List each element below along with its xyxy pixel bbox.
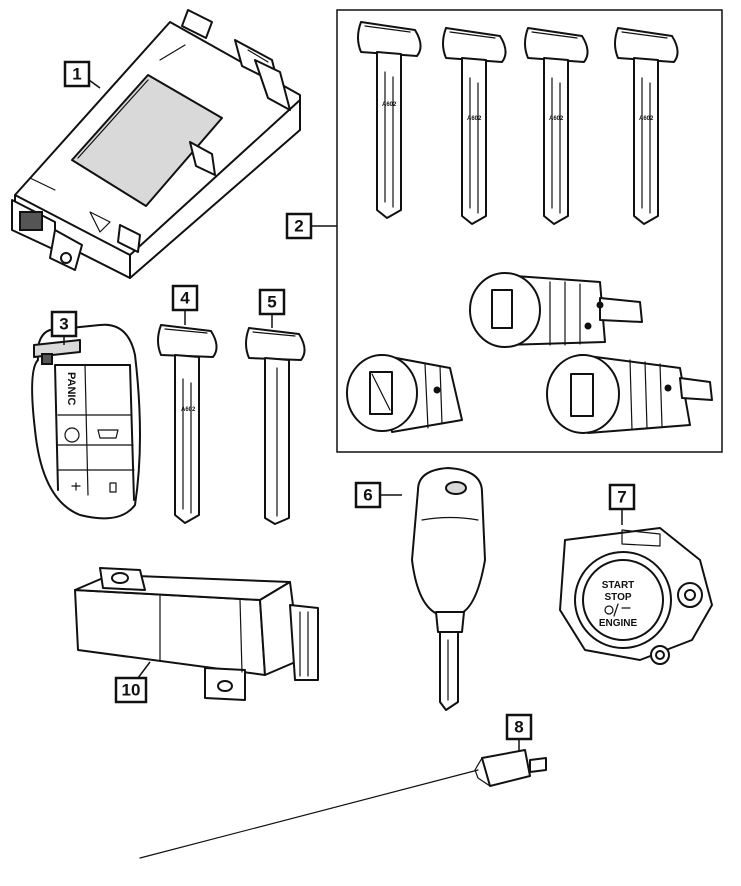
- callout-7: 7: [608, 483, 636, 525]
- engine-label: ENGINE: [599, 618, 638, 629]
- part-2-blade-1: A602: [357, 21, 422, 219]
- part-2-kit-frame: [336, 9, 723, 453]
- callout-3: 3: [50, 310, 78, 345]
- part-8-antenna: [139, 749, 547, 859]
- part-10-immobilizer-module: [74, 567, 319, 701]
- callout-2: 2: [285, 212, 337, 240]
- callout-6-label: 6: [363, 486, 372, 505]
- blade-4-stamp: A602: [639, 116, 654, 122]
- fob-panic-label: PANIC: [65, 372, 77, 405]
- callout-5-label: 5: [267, 293, 276, 312]
- part-4-blade: A602: [157, 324, 218, 524]
- part-2-blade-3: A602: [524, 27, 589, 225]
- callout-1: 1: [63, 60, 101, 89]
- part-2-lock-cylinder-right: [546, 354, 713, 434]
- callout-5: 5: [258, 288, 286, 328]
- blade-1-stamp: A602: [382, 102, 397, 108]
- callout-2-label: 2: [294, 217, 303, 236]
- callout-8: 8: [505, 713, 533, 752]
- part-2-lock-cylinder-top: [469, 272, 643, 348]
- part-2-blade-4: A602: [614, 27, 679, 225]
- part-7-start-stop-switch: START STOP ENGINE: [559, 527, 713, 665]
- part-2-blade-2: A602: [442, 27, 507, 225]
- callout-7-label: 7: [617, 488, 626, 507]
- start-label: START: [602, 580, 635, 591]
- blade-2-stamp: A602: [467, 116, 482, 122]
- part-5-blank-blade: [245, 327, 306, 525]
- stop-label: STOP: [604, 592, 631, 603]
- blade-5-stamp: A602: [181, 407, 196, 413]
- part-1-receiver-module: [11, 9, 301, 279]
- part-2-lock-cylinder-left: [346, 354, 463, 433]
- blade-3-stamp: A602: [549, 116, 564, 122]
- callout-10-label: 10: [122, 681, 141, 700]
- callout-3-label: 3: [59, 315, 68, 334]
- callout-4: 4: [171, 284, 199, 325]
- part-6-key: [411, 467, 486, 711]
- callout-10: 10: [114, 661, 151, 704]
- callout-1-label: 1: [72, 65, 81, 84]
- part-3-key-fob: PANIC: [31, 323, 141, 520]
- callout-8-label: 8: [514, 718, 523, 737]
- callout-6: 6: [354, 481, 402, 509]
- callout-4-label: 4: [180, 289, 190, 308]
